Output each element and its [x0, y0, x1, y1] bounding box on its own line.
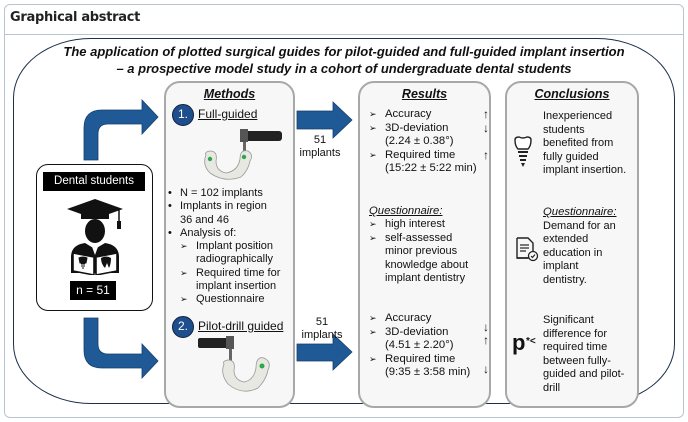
top-arrow-label: 51 implants [290, 134, 350, 160]
trend-arrow: ↓ [483, 362, 489, 376]
result-row: ➢Required time↑ [369, 147, 489, 162]
sub-bullet-cont: implant insertion [196, 280, 277, 293]
result-row: ➢Accuracy [369, 312, 432, 324]
result-label: Accuracy [385, 108, 432, 120]
methods-bullets: N = 102 implants Implants in region 36 a… [168, 187, 296, 307]
top-arrow-count: 51 [313, 134, 327, 146]
bottom-arrow-label: 51 implants [292, 316, 352, 342]
document-check-icon [516, 237, 539, 262]
questionnaire-item: ➢self-assessed [369, 231, 453, 244]
bullet-item: Analysis of: [168, 227, 296, 241]
sub-bullet-item: Required time for [168, 267, 296, 281]
questionnaire-cont: knowledge about [385, 258, 469, 271]
result-row: ➢Accuracy↑ [369, 107, 489, 121]
result-row: ➢3D-deviation↓ [369, 120, 489, 135]
questionnaire-item: ➢high interest [369, 218, 445, 231]
step1-label: Full-guided [198, 107, 258, 121]
results-panel: Results [358, 81, 491, 408]
students-box: Dental students n = 51 [36, 164, 153, 311]
questionnaire-cont: implant dentistry [385, 272, 466, 285]
result-detail: (4.51 ± 2.20°)↑ [385, 333, 489, 351]
results-pilot-drill: ➢Accuracy ➢3D-deviation↓ (4.51 ± 2.20°)↑… [369, 312, 489, 380]
p-value-icon: p *< [512, 330, 536, 355]
result-detail: (9:35 ± 3:58 min)↓ [385, 362, 489, 378]
bullet-item-cont: 36 and 46 [180, 213, 229, 226]
pilot-drill-jaw-model-icon [198, 336, 270, 392]
result-label: Required time [385, 352, 456, 365]
bullet-item: N = 102 implants [168, 187, 296, 201]
sub-bullet-item: Implant position [168, 240, 296, 254]
conclusion-3-text: Significant difference for required time… [543, 314, 625, 394]
step1-number: 1. [172, 104, 194, 126]
result-detail: (2.24 ± 0.38°) [385, 135, 454, 147]
main-title-line1: The application of plotted surgical guid… [63, 44, 625, 59]
bullet-item: Implants in region [168, 200, 296, 214]
questionnaire-cont: minor previous [385, 245, 458, 258]
trend-arrow: ↑ [483, 107, 489, 121]
main-frame [13, 38, 675, 404]
results-questionnaire: Questionnaire: ➢high interest ➢self-asse… [369, 205, 487, 285]
trend-arrow: ↓ [483, 319, 489, 334]
trend-arrow: ↑ [483, 147, 489, 162]
results-title: Results [401, 87, 448, 101]
result-label: 3D-deviation [385, 121, 449, 134]
top-arrow-unit: implants [299, 147, 341, 159]
conclusion-2-text: Questionnaire: Demand for an extended ed… [543, 206, 617, 286]
bottom-arrow-count: 51 [315, 316, 329, 328]
bottom-arrow-unit: implants [301, 329, 343, 341]
result-label: Required time [385, 148, 456, 161]
dental-implant-icon [514, 136, 532, 167]
trend-arrow: ↓ [483, 120, 489, 135]
full-guided-jaw-model-icon [204, 129, 282, 180]
results-full-guided: ➢Accuracy↑ ➢3D-deviation↓ (2.24 ± 0.38°)… [369, 107, 489, 176]
trend-arrow: ↑ [483, 333, 489, 347]
main-title: The application of plotted surgical guid… [0, 43, 688, 77]
result-row: ➢Required time [369, 352, 456, 365]
conclusion-questionnaire-heading: Questionnaire: [543, 206, 617, 218]
header-divider [4, 34, 684, 35]
header-title: Graphical abstract [10, 10, 141, 25]
result-detail: (15:22 ± 5:22 min) [385, 162, 477, 174]
conclusions-title: Conclusions [534, 87, 610, 101]
students-label: Dental students [43, 172, 145, 191]
step2-label: Pilot-drill guided [198, 319, 284, 333]
methods-title: Methods [203, 87, 256, 101]
step2-number: 2. [172, 316, 194, 338]
sub-bullet-item: Questionnaire [168, 293, 296, 307]
result-label: Accuracy [385, 312, 432, 324]
result-label: 3D-deviation [385, 325, 449, 338]
main-title-line2: – a prospective model study in a cohort … [116, 61, 572, 76]
students-count: n = 51 [70, 281, 116, 300]
conclusion-1-text: Inexperienced students benefited from fu… [543, 110, 627, 177]
sub-bullet-cont: radiographically [196, 253, 274, 266]
result-row: ➢3D-deviation↓ [369, 319, 489, 338]
graduate-reading-book-icon [67, 199, 123, 275]
questionnaire-heading: Questionnaire: [369, 205, 443, 217]
